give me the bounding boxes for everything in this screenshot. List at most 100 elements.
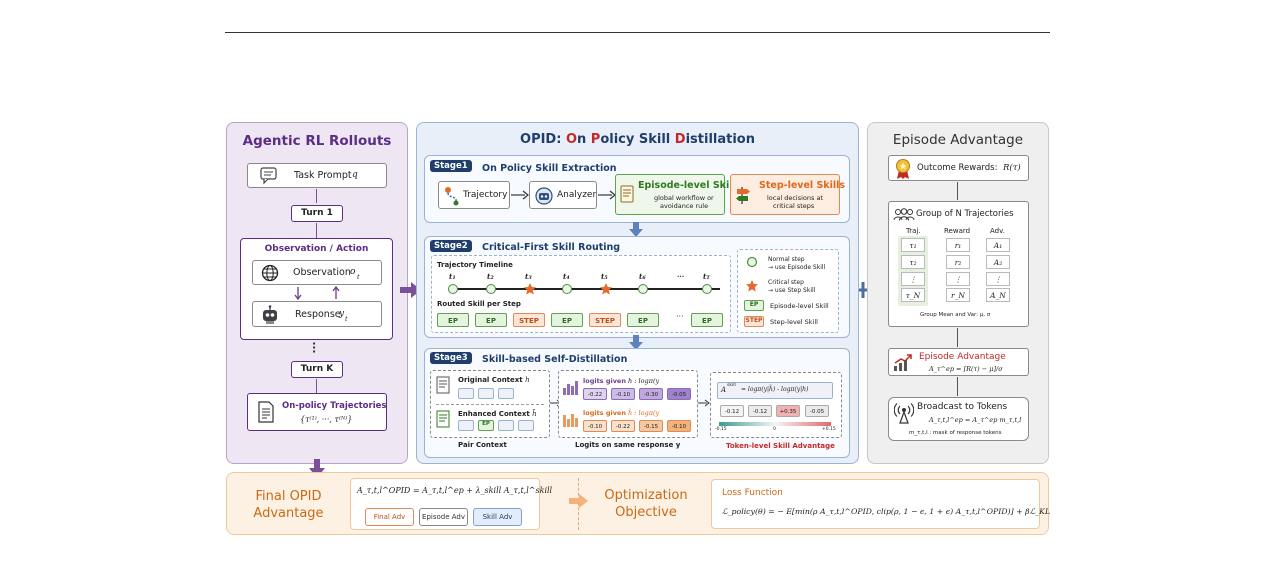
star-icon: [746, 280, 758, 292]
stage1-tag: Stage1: [430, 160, 472, 172]
turn-1-label: Turn 1: [301, 208, 333, 218]
broadcast-title: Broadcast to Tokens: [917, 402, 1008, 412]
chat-icon: [260, 167, 277, 185]
table-cell-adv: A₁: [986, 238, 1010, 252]
ep-adv-formula: A_τ^ep = [R(τ) − μ]/σ: [929, 365, 1003, 373]
observation-action-title: Observation / Action: [264, 244, 369, 254]
left-panel-title: Agentic RL Rollouts: [242, 133, 392, 149]
analyzer-label: Analyzer: [557, 190, 597, 200]
trajectory-label: Trajectory: [463, 190, 508, 200]
episode-skill-box: Episode-level Skill global workflow or a…: [615, 174, 736, 215]
timeline-label: Trajectory Timeline: [437, 261, 513, 269]
enhanced-context-label: Enhanced Context h̃: [458, 410, 537, 418]
normal-step-node: [702, 284, 712, 294]
task-prompt-box: Task Prompt q: [247, 163, 387, 188]
enh-token-3: [498, 420, 514, 431]
chart-up-icon: [894, 354, 912, 371]
arrow-down-icon: [316, 379, 317, 393]
skill-adv-cell: -0.12: [720, 405, 744, 417]
step-skill-box: Step-level Skills local decisions at cri…: [730, 174, 845, 215]
outcome-var: R(τ): [1003, 163, 1021, 173]
step-skill-desc1: local decisions at: [767, 194, 823, 202]
timeline-step-label: t1: [449, 272, 456, 281]
logits-caption: Logits on same response y: [575, 441, 681, 449]
table-cell-reward: ⋮: [946, 272, 970, 286]
observation-var-sub: t: [357, 273, 360, 281]
col-reward: Reward: [944, 227, 971, 235]
stage1-title: On Policy Skill Extraction: [482, 163, 617, 174]
legend-crit-1: Critical step: [768, 279, 804, 286]
legend-ep: Episode-level Skill: [770, 302, 829, 310]
orig-token-2: [478, 388, 494, 399]
arrow-down-icon: [957, 182, 958, 200]
skill-adv-cell: -0.05: [805, 405, 829, 417]
orig-logit-cell: -0.22: [583, 388, 607, 400]
routed-ep-skill: EP: [475, 313, 507, 327]
pair-context-label: Pair Context: [458, 441, 507, 449]
skill-adv-cell: +0.35: [776, 405, 800, 417]
routed-step-skill: STEP: [513, 313, 545, 327]
token-adv-caption: Token-level Skill Advantage: [726, 442, 835, 450]
skill-adv-sup: skill: [727, 383, 736, 388]
context-divider: [436, 404, 544, 405]
vertical-ellipsis: ···: [312, 337, 317, 358]
final-opid-title: Final OPID Advantage: [253, 489, 324, 521]
legend-crit-2: → use Step Skill: [768, 287, 816, 294]
table-cell-traj: τ_N: [901, 288, 925, 302]
logits-given-h: logits given h : logπ(y: [583, 377, 660, 385]
routed-ep-skill: EP: [627, 313, 659, 327]
timeline-line: [450, 288, 720, 290]
document-icon: [436, 376, 450, 394]
scale-min: -0.15: [715, 427, 727, 432]
obs-resp-arrows: [294, 285, 340, 301]
episode-skill-title: Episode-level Skill: [638, 180, 736, 191]
skill-adv-cell: -0.12: [748, 405, 772, 417]
enh-logit-cell: -0.22: [611, 420, 635, 432]
step-sub: 2: [490, 275, 494, 281]
timeline-step-label: t3: [525, 272, 532, 281]
enh-token-4: [518, 420, 534, 431]
adv-color-scale: [719, 422, 831, 426]
step-sub: 1: [452, 275, 456, 281]
globe-icon: [261, 264, 279, 282]
original-context-label: Original Context h: [458, 376, 530, 384]
step-skill-title: Step-level Skills: [759, 180, 846, 191]
group-stats: Group Mean and Var: μ, σ: [920, 312, 991, 318]
tag-skill-adv: Skill Adv: [473, 508, 522, 526]
task-prompt-var: q: [352, 170, 358, 180]
group-title: Group of N Trajectories: [916, 209, 1014, 219]
table-cell-traj: ⋮: [901, 272, 925, 286]
orig-token-3: [498, 388, 514, 399]
enh-logit-cell: -0.10: [667, 420, 691, 432]
loss-function-box: Loss Function ℒ_policy(θ) = − E[min(ρ A_…: [711, 479, 1050, 529]
response-box: Response y t: [252, 301, 382, 327]
enh-logit-cell: -0.15: [639, 420, 663, 432]
col-adv: Adv.: [990, 227, 1005, 235]
arrow-right-icon: [598, 190, 616, 200]
plus-icon: [855, 282, 871, 298]
turn-1-box: Turn 1: [291, 205, 343, 222]
top-rule: [225, 32, 1050, 33]
step-sub: 3: [528, 275, 532, 281]
scale-mid: 0: [773, 427, 776, 432]
legend-normal-2: → use Episode Skill: [768, 264, 826, 271]
normal-step-node: [448, 284, 458, 294]
outcome-rewards-box: Outcome Rewards: R(τ): [888, 155, 1029, 181]
table-cell-adv: ⋮: [986, 272, 1010, 286]
analyzer-box: Analyzer: [529, 181, 597, 209]
routed-ep-skill: EP: [691, 313, 723, 327]
mask-note: m_τ,t,l : mask of response tokens: [909, 430, 1002, 436]
response-var-sub: t: [345, 315, 348, 323]
step-sub: T: [706, 275, 710, 281]
turn-k-box: Turn K: [291, 361, 343, 378]
final-formula: A_τ,t,l^OPID = A_τ,t,l^ep + λ_skill A_τ,…: [357, 486, 553, 495]
ep-adv-title: Episode Advantage: [919, 352, 1006, 362]
table-cell-reward: r₁: [946, 238, 970, 252]
arrow-down-icon: [316, 223, 317, 238]
stage2-title: Critical-First Skill Routing: [482, 242, 621, 253]
stage3-title: Skill-based Self-Distillation: [482, 354, 628, 365]
stage3-tag: Stage3: [430, 352, 472, 364]
arrow-down-icon: [316, 189, 317, 203]
observation-label: Observation: [293, 267, 351, 278]
legend-ep-tag: EP: [744, 300, 764, 311]
